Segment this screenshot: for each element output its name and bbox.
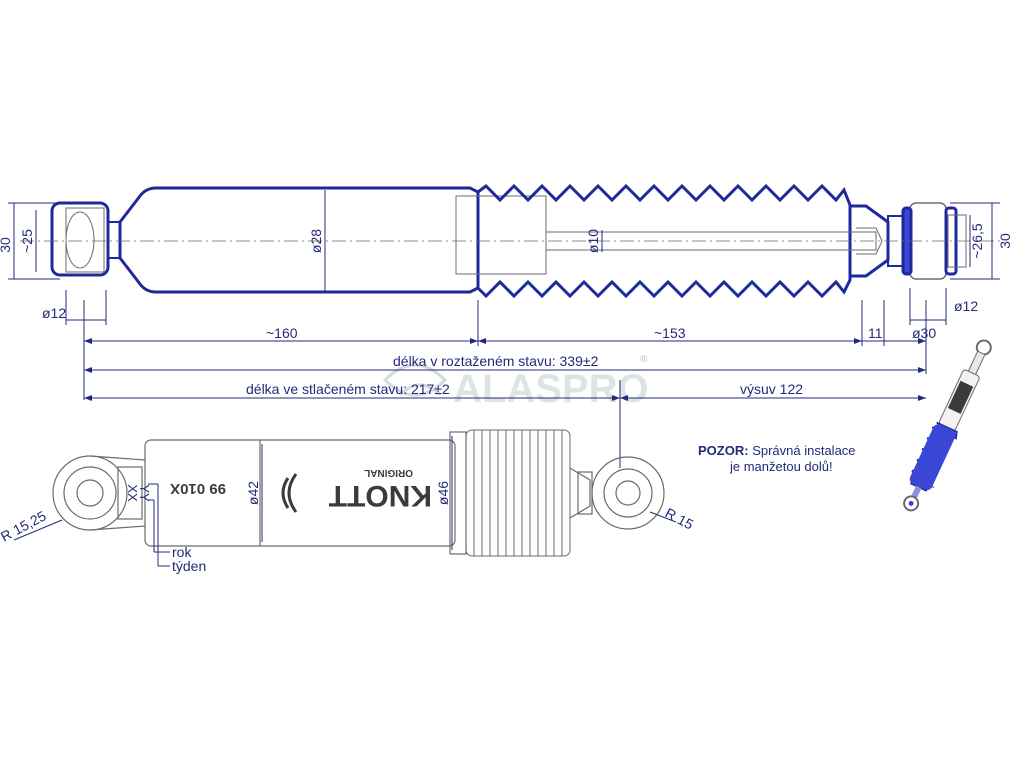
piston-rod-top	[545, 227, 883, 255]
dimension-lines-bottom	[13, 436, 677, 567]
dimension-arrows-top	[84, 338, 926, 401]
dimension-lines-top	[8, 190, 1000, 468]
dim-radius-right: R 15	[663, 505, 697, 533]
bottom-view: ORIGINAL KNOTT 99 010X XX YY ø42 ø46 R 1…	[0, 429, 697, 574]
length-extended: délka v roztaženém stavu: 339±2	[393, 353, 599, 369]
note-label: POZOR:	[698, 443, 749, 458]
length-stroke: výsuv 122	[740, 381, 803, 397]
part-number: 99 010X	[170, 480, 226, 497]
right-eye-bottom	[569, 456, 665, 530]
dim-rod-diameter: ø10	[585, 229, 601, 253]
knott-logo-arcs-icon	[281, 473, 298, 513]
date-code-top: XX	[125, 484, 140, 502]
bellows-boot-bottom	[465, 429, 571, 557]
left-eye-bottom	[52, 455, 146, 531]
dim-eye-height-right: 30	[997, 233, 1013, 249]
length-compressed: délka ve stlačeném stavu: 217±2	[246, 381, 450, 397]
legend-week: týden	[172, 558, 206, 574]
dim-seg-boot: ~153	[654, 325, 686, 341]
brand-name: KNOTT	[329, 479, 432, 512]
dim-bolt-left: ø12	[42, 305, 66, 321]
date-code-bottom: YY	[137, 484, 152, 502]
blue-boot-icon	[909, 424, 956, 491]
brand-sub: ORIGINAL	[364, 467, 413, 478]
bellows-boot-top	[476, 183, 852, 299]
watermark: ALASPRO ®	[382, 354, 649, 411]
note-text-1: Správná instalace	[752, 443, 855, 458]
top-view: 30 ~25 ø28 ø10 ~26,5 30 ø12 ø12 ~160 ~15…	[0, 183, 1013, 468]
dim-radius-left: R 15,25	[0, 507, 49, 544]
left-eye-top	[50, 201, 121, 277]
shock-absorber-3d-illustration	[903, 339, 992, 512]
dim-eye-inner-right: ~26,5	[969, 223, 985, 259]
dim-body-diameter-bottom: ø42	[245, 481, 261, 505]
watermark-registered: ®	[640, 354, 648, 365]
dim-bolt-right: ø12	[954, 298, 978, 314]
installation-note: POZOR: Správná instalace je manžetou dol…	[698, 443, 856, 474]
watermark-logo-icon	[382, 363, 448, 397]
dim-body-diameter: ø28	[308, 229, 324, 253]
body-tube-top	[118, 186, 547, 294]
dim-seg-neck: 11	[868, 325, 883, 341]
dim-seg-body: ~160	[266, 325, 298, 341]
dim-eye-height-left: 30	[0, 237, 13, 253]
dim-boot-diameter-bottom: ø46	[435, 481, 451, 505]
watermark-text: ALASPRO	[453, 367, 649, 411]
dim-seg-eye: ø30	[912, 325, 936, 341]
dim-eye-inner-left: ~25	[19, 229, 35, 253]
knott-logo: ORIGINAL KNOTT	[281, 467, 432, 513]
body-tube-bottom	[144, 431, 467, 555]
legend-year: rok	[172, 544, 192, 560]
note-line-1: POZOR: Správná instalace	[698, 443, 856, 458]
label-sticker-icon	[947, 380, 974, 414]
note-line-2: je manžetou dolů!	[729, 459, 833, 474]
